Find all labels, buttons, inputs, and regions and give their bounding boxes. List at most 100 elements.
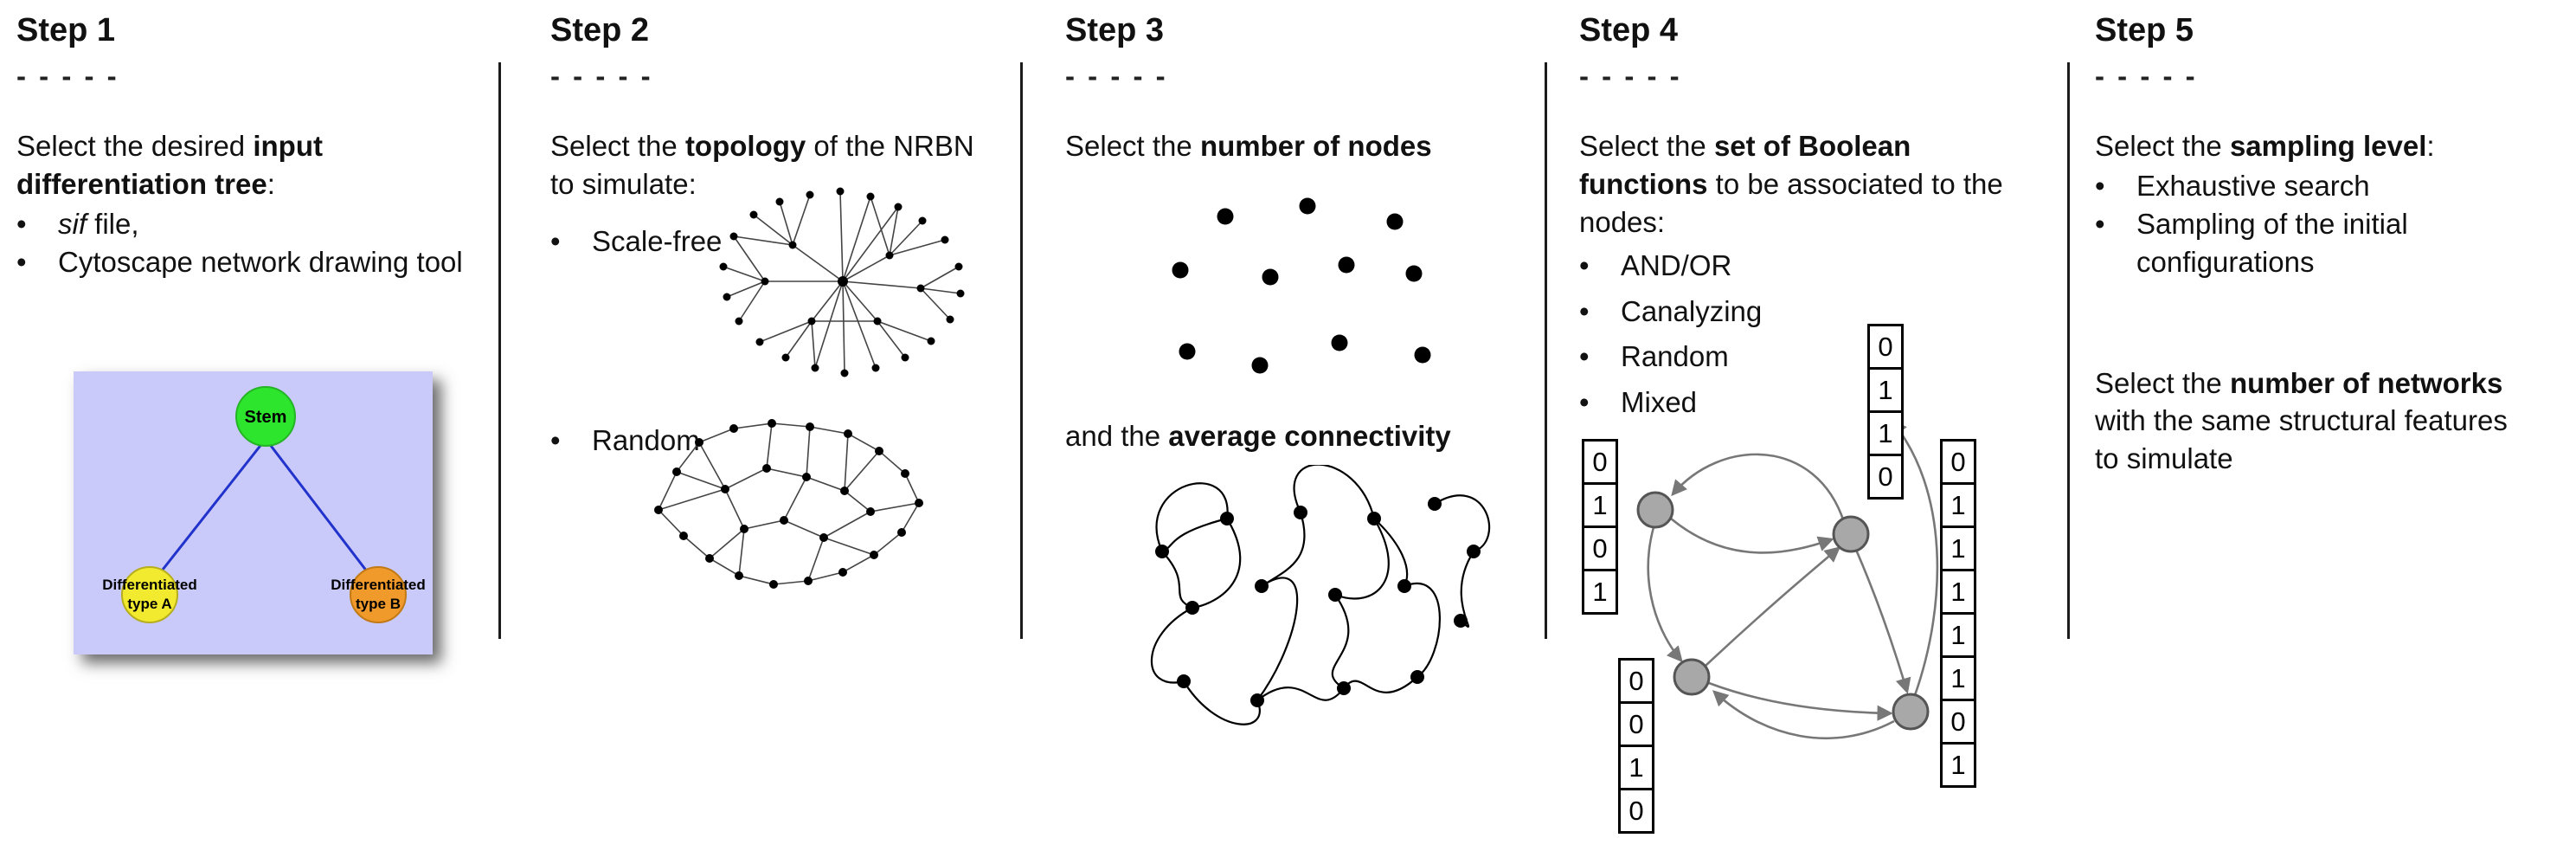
truth-table-cell: 1 [1940, 569, 1976, 615]
list-item: • Random [1579, 338, 2060, 376]
step-4-title: Step 4 [1579, 12, 1679, 48]
step-1-intro-post: : [267, 167, 275, 200]
truth-table-top: 0 1 1 0 [1867, 324, 1904, 500]
type-a-label-line1: Differentiated [102, 577, 197, 593]
step-5-bullet-sampling: Sampling of the initial configurations [2136, 207, 2408, 278]
truth-table-cell: 1 [1867, 410, 1904, 456]
tree-edge-right [264, 438, 380, 587]
step-1-intro: Select the desired input differentiation… [16, 127, 484, 203]
bullet-icon: • [1579, 340, 1590, 373]
step-4-bullet-andor: AND/OR [1621, 248, 1732, 281]
step-4-bullet-mixed: Mixed [1621, 386, 1698, 419]
type-a-node [121, 566, 178, 623]
network-node [1673, 658, 1711, 696]
truth-table-cell: 1 [1582, 482, 1618, 528]
step-3-title: Step 3 [1065, 12, 1165, 48]
step-5-line1-pre: Select the [2095, 130, 2230, 162]
step-1-bullet-cytoscape: Cytoscape network drawing tool [58, 245, 463, 278]
step-5-bullet-exhaustive: Exhaustive search [2136, 169, 2370, 202]
tree-edge-left [148, 438, 267, 587]
step-5-bullet-list: • Exhaustive search • Sampling of the in… [2095, 167, 2562, 281]
scale-free-edges [723, 190, 961, 374]
stem-node [235, 386, 296, 447]
step-2-intro: Select the topology of the NRBN to simul… [550, 127, 983, 203]
column-divider-1 [498, 62, 501, 639]
truth-table-right: 0 1 1 1 1 1 0 1 [1940, 439, 1976, 788]
node-dots [1172, 197, 1431, 374]
network-node [1832, 515, 1870, 553]
truth-table-cell: 0 [1867, 324, 1904, 370]
truth-table-cell: 0 [1867, 454, 1904, 500]
truth-table-left: 0 1 0 1 [1582, 439, 1618, 615]
list-item: • Random [550, 422, 1009, 460]
truth-table-cell: 0 [1940, 699, 1976, 745]
differentiation-tree-image: Stem Differentiated type A Differentiate… [74, 371, 433, 654]
step-4-intro-post: to be associated to the nodes: [1579, 167, 2003, 238]
connectivity-nodes [1155, 497, 1481, 707]
list-item: • Cytoscape network drawing tool [16, 243, 491, 281]
truth-table-cell: 0 [1618, 658, 1654, 704]
list-item: • AND/OR [1579, 247, 2060, 285]
truth-table-cell: 0 [1582, 525, 1618, 571]
boolean-network-arrows [1647, 419, 1939, 740]
random-network-nodes [654, 419, 923, 589]
step-1-dashes: - - - - - [16, 60, 119, 92]
bullet-icon: • [2095, 207, 2105, 240]
type-a-label-line2: type A [127, 596, 171, 612]
truth-table-cell: 1 [1867, 367, 1904, 413]
sif-rest: file, [87, 207, 139, 240]
truth-table-cell: 0 [1582, 439, 1618, 485]
step-5-para2-post: with the same structural features to sim… [2095, 404, 2508, 475]
list-item: • sif file, [16, 205, 491, 243]
step-3-line2-bold: average connectivity [1168, 420, 1451, 452]
step-5-line1-bold: sampling level [2229, 130, 2427, 162]
step-2-intro-post: of the NRBN to simulate: [550, 130, 974, 200]
step-4-intro-pre: Select the [1579, 130, 1714, 162]
step-2-column: Step 2 - - - - - Select the topology of … [550, 0, 1009, 851]
step-1-title: Step 1 [16, 12, 116, 48]
step-4-bullet-list: • AND/OR • Canalyzing • Random • Mixed [1579, 247, 2060, 422]
list-item: • Canalyzing [1579, 293, 2060, 331]
step-3-line1-bold: number of nodes [1199, 130, 1432, 162]
bullet-icon: • [16, 245, 27, 278]
step-4-intro-bold: set of Boolean functions [1579, 130, 1911, 200]
step-2-dashes: - - - - - [550, 60, 653, 92]
step-4-bullet-canalyzing: Canalyzing [1621, 294, 1763, 327]
step-1-bullet-sif: sif file, [58, 205, 491, 243]
step-3-line1-pre: Select the [1065, 130, 1200, 162]
step-2-title: Step 2 [550, 12, 650, 48]
scale-free-nodes [719, 187, 965, 377]
type-b-node [350, 566, 407, 623]
bullet-icon: • [1579, 248, 1590, 281]
random-network-image [654, 419, 923, 589]
truth-table-cell: 0 [1618, 701, 1654, 747]
truth-table-cell: 1 [1618, 745, 1654, 790]
step-5-line1: Select the sampling level: [2095, 127, 2554, 165]
nodes-dots-image [1172, 197, 1431, 374]
truth-table-cell: 0 [1940, 439, 1976, 485]
step-3-column: Step 3 - - - - - Select the number of no… [1065, 0, 1539, 851]
bullet-icon: • [1579, 386, 1590, 419]
truth-table-cell: 1 [1940, 742, 1976, 788]
truth-table-cell: 1 [1940, 612, 1976, 658]
step-5-paragraph-2: Select the number of networks with the s… [2095, 364, 2528, 479]
bullet-icon: • [2095, 169, 2105, 202]
step-5-line1-post: : [2426, 130, 2435, 162]
bullet-icon: • [16, 207, 27, 240]
step-3-line2: and the average connectivity [1065, 417, 1537, 455]
step-1-column: Step 1 - - - - - Select the desired inpu… [16, 0, 491, 851]
step-5-column: Step 5 - - - - - Select the sampling lev… [2095, 0, 2562, 851]
step-1-bullet-list: • sif file, • Cytoscape network drawing … [16, 205, 491, 281]
list-item: • Exhaustive search [2095, 167, 2562, 205]
truth-table-bottom-left: 0 0 1 0 [1618, 658, 1654, 834]
network-node [1892, 693, 1930, 731]
bullet-icon: • [550, 224, 561, 257]
step-1-intro-pre: Select the desired [16, 130, 254, 162]
step-5-para2-pre: Select the [2095, 366, 2230, 399]
step-3-line1: Select the number of nodes [1065, 127, 1537, 165]
step-4-intro: Select the set of Boolean functions to b… [1579, 127, 2003, 242]
step-4-column: Step 4 - - - - - Select the set of Boole… [1579, 0, 2060, 851]
step-3-line2-pre: and the [1065, 420, 1169, 452]
step-3-dashes: - - - - - [1065, 60, 1168, 92]
connectivity-network-image [1150, 465, 1491, 725]
